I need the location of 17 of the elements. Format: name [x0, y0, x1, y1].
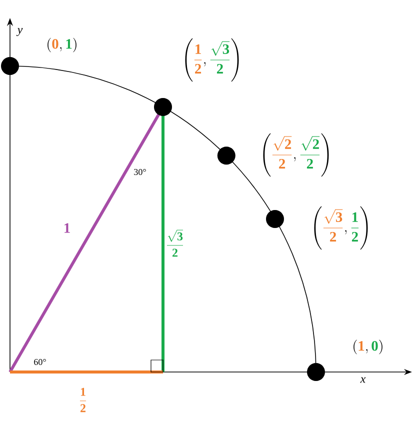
coordinate-label: $\left(\color{xc}\dfrac{\sqrt{\mathbf{3}}}{\mathbf{2}}\color{black},\color{yc}\dfrac{\mathbf{1}}{\mathbf{2}}\color{black}\right)$ — [314, 206, 368, 250]
coordinate-label: $\left(\color{xc}\dfrac{\mathbf{1}}{\mathbf{2}}\color{black},\color{yc}\dfrac{\sqrt{\mathbf{3}}}{\mathbf{2}}\color{black}\right)$ — [185, 38, 239, 82]
point-marker — [1, 57, 19, 75]
label: 60° — [34, 358, 46, 366]
coordinate-label: $\left(\color{xc}\mathbf{1}\color{black},\color{yc}\mathbf{0}\color{black}\right)$ — [354, 340, 382, 354]
point-marker — [154, 98, 172, 116]
point-marker — [266, 210, 284, 228]
point-marker — [217, 146, 236, 165]
label: y — [16, 28, 23, 36]
label: 30° — [134, 168, 146, 176]
label: 1 — [64, 223, 70, 233]
length-label: $\dfrac{\mathbf{1}}{\mathbf{2}}$ — [80, 388, 86, 412]
point-marker — [307, 363, 325, 381]
label: x — [360, 377, 366, 383]
length-label: $\dfrac{\sqrt{\mathbf{3}}}{\mathbf{2}}$ — [167, 230, 183, 257]
coordinate-label: $\left(\color{xc}\mathbf{0}\color{black},\color{yc}\mathbf{1}\color{black}\right)$ — [48, 38, 76, 52]
coordinate-label: $\left(\color{xc}\dfrac{\sqrt{\mathbf{2}}}{\mathbf{2}}\color{black},\color{yc}\dfrac{\sqrt{\mathbf{2}}}{\mathbf{2}}\color{black}\right)$ — [263, 133, 329, 177]
